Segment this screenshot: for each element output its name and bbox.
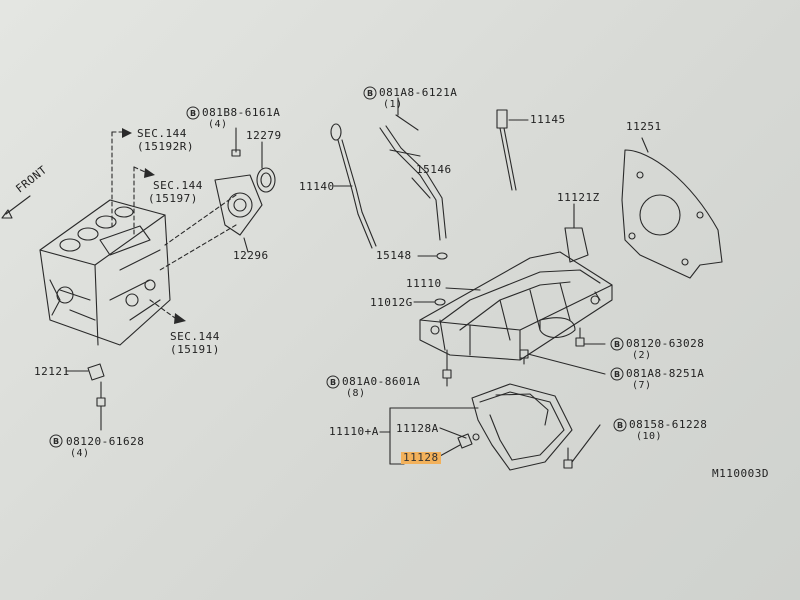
qty-08120-63028: (2) [632,350,652,361]
part-081a8-6121a: 081A8-6121A [379,86,458,99]
svg-text:B: B [367,89,373,98]
sec144-b-ref: (15197) [148,192,198,205]
part-081a0-8601a: 081A0-8601A [342,375,421,388]
qty-081a8-6121a: (1) [383,99,403,110]
section-arrows [122,128,186,324]
part-081a8-8251a: 081A8-8251A [626,367,705,380]
dipstick [330,123,377,249]
rear-oil-seal [256,167,276,193]
leader-11110 [445,287,481,291]
plug-12121 [65,363,105,381]
qty-081a8-8251a: (7) [632,380,652,391]
sec144-a-label: SEC.144 [137,127,187,140]
sensor-11145 [496,109,529,191]
part-11012g: 11012G [370,296,413,309]
part-12121: 12121 [34,365,70,378]
part-11128a: 11128A [396,422,439,435]
svg-text:B: B [53,437,59,446]
sec144-c-ref: (15191) [170,343,220,356]
bolt-081a8-8251a [519,349,606,375]
plug-11012g [413,298,446,306]
bolt-08158-61228 [563,424,601,469]
front-arrow-icon [1,195,31,219]
part-08120-61628: 08120-61628 [66,435,145,448]
group-bracket [379,407,479,465]
sec144-a-ref: (15192R) [137,140,194,153]
qty-081a0-8601a: (8) [346,388,366,399]
svg-text:B: B [190,109,196,118]
part-11140: 11140 [299,180,335,193]
part-08120-63028: 08120-63028 [626,337,705,350]
part-081b8-6161a: 081B8-6161A [202,106,281,119]
part-12296: 12296 [233,249,269,262]
o-ring-15148 [417,252,448,260]
dipstick-guide [379,114,447,241]
bolt-081b8 [231,127,241,157]
sec144-b-label: SEC.144 [153,179,203,192]
bolt-08120-61628 [96,381,106,431]
lower-oil-pan [471,383,573,471]
drain-plug-11128 [457,433,480,449]
part-11121z: 11121Z [557,191,600,204]
cylinder-block [39,199,171,346]
part-11251: 11251 [626,120,662,133]
part-12279: 12279 [246,129,282,142]
leader-12296 [243,237,249,253]
part-11128-highlighted[interactable]: 11128 [401,451,441,464]
part-08158-61228: 08158-61228 [629,418,708,431]
qty-081b8-6161a: (4) [208,119,228,130]
qty-08158-61228: (10) [636,431,663,442]
diagram-code: M110003D [712,467,769,480]
leader-15146 [411,177,431,199]
part-11145: 11145 [530,113,566,126]
svg-text:B: B [614,340,620,349]
part-11110: 11110 [406,277,442,290]
section-leaders [111,131,237,319]
baffle-11121z [564,203,589,263]
svg-text:B: B [617,421,623,430]
part-11110a: 11110+A [329,425,379,438]
svg-text:B: B [330,378,336,387]
rear-plate-11251 [621,137,723,279]
svg-text:B: B [614,370,620,379]
part-15148: 15148 [376,249,412,262]
b-markers [49,86,627,448]
part-15146: 15146 [416,163,452,176]
bolt-08120-63028 [575,327,606,347]
rear-oil-seal-retainer [214,174,263,236]
upper-oil-pan [419,251,613,361]
sec144-c-label: SEC.144 [170,330,220,343]
b-marker-letters: B B B B B B B [53,89,623,446]
qty-08120-61628: (4) [70,448,90,459]
bolt-081a0-8601a [442,349,452,387]
